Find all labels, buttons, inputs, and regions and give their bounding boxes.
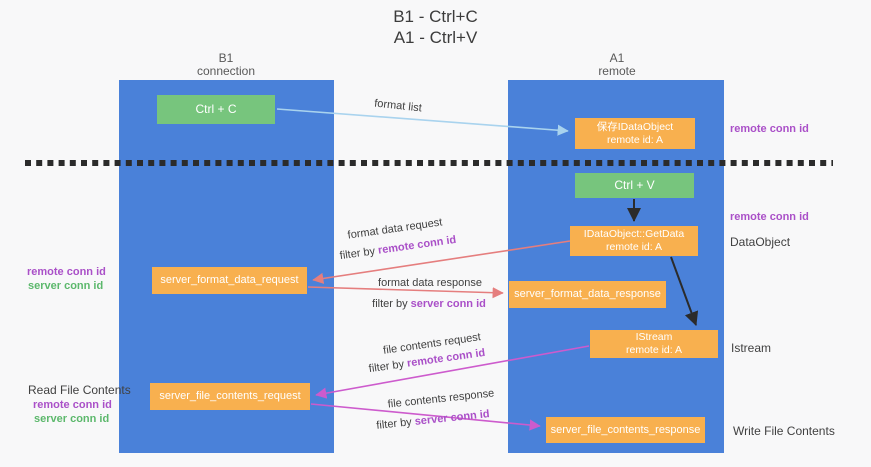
lane-a1-subtitle: remote	[598, 64, 636, 78]
server-format-data-response-label: server_format_data_response	[514, 288, 661, 300]
node-server-format-data-request: server_format_data_request	[152, 267, 307, 294]
label-file-contents-response: file contents response	[387, 387, 495, 411]
getdata-line2: remote id: A	[605, 241, 663, 253]
server-format-data-request-label: server_format_data_request	[160, 274, 299, 286]
filter-prefix: filter by	[339, 244, 379, 263]
node-ctrl-v: Ctrl + V	[575, 173, 694, 198]
filter-key-remote-conn-id: remote conn id	[377, 233, 457, 257]
server-file-contents-request-label: server_file_contents_request	[159, 390, 301, 402]
title-line-2: A1 - Ctrl+V	[393, 28, 478, 47]
ctrl-v-label: Ctrl + V	[614, 178, 655, 192]
node-server-file-contents-request: server_file_contents_request	[150, 383, 310, 410]
annotation-left-server-conn-id: server conn id	[28, 280, 104, 292]
lane-header-a1: A1 remote	[547, 52, 687, 78]
filter-key-server-conn-id: server conn id	[414, 408, 491, 428]
filter-key-server-conn-id: server conn id	[410, 298, 486, 310]
annotation-dataobject: DataObject	[730, 235, 791, 249]
save-idataobject-line2: remote id: A	[606, 133, 664, 146]
annotation-write-file-contents: Write File Contents	[733, 424, 835, 438]
istream-line2: remote id: A	[625, 344, 683, 356]
annotation-read-server-conn-id: server conn id	[34, 413, 110, 425]
node-idataobject-getdata: IDataObject::GetData remote id: A	[570, 226, 698, 256]
label-format-data-response: format data response	[378, 277, 482, 289]
lane-b1-subtitle: connection	[196, 64, 256, 78]
label-filter-file-response: filter by server conn id	[376, 408, 490, 432]
label-format-list: format list	[373, 97, 423, 115]
annotation-istream: Istream	[731, 341, 772, 355]
diagram-title: B1 - Ctrl+C A1 - Ctrl+V	[0, 6, 871, 48]
title-line-1: B1 - Ctrl+C	[393, 7, 478, 26]
save-idataobject-line1: 保存IDataObject	[596, 120, 674, 133]
annotation-remote-conn-id-mid: remote conn id	[730, 211, 809, 223]
annotation-left-remote-conn-id: remote conn id	[27, 266, 106, 278]
lane-header-b1: B1 connection	[156, 52, 296, 78]
node-server-file-contents-response: server_file_contents_response	[546, 417, 705, 443]
annotation-read-remote-conn-id: remote conn id	[33, 399, 112, 411]
ctrl-c-label: Ctrl + C	[195, 102, 237, 116]
annotation-read-file-contents: Read File Contents	[28, 383, 131, 397]
server-file-contents-response-label: server_file_contents_response	[550, 423, 701, 436]
label-filter-format-response: filter by server conn id	[372, 298, 486, 310]
lane-a1-title: A1	[609, 51, 625, 65]
istream-line1: IStream	[635, 331, 673, 343]
filter-prefix: filter by	[368, 357, 408, 376]
filter-prefix: filter by	[375, 415, 416, 432]
node-save-idataobject: 保存IDataObject remote id: A	[575, 118, 695, 149]
getdata-line1: IDataObject::GetData	[583, 228, 685, 240]
filter-prefix: filter by	[372, 298, 411, 310]
node-ctrl-c: Ctrl + C	[157, 95, 275, 124]
lane-b1-title: B1	[218, 51, 234, 65]
node-istream: IStream remote id: A	[590, 330, 718, 358]
annotation-remote-conn-id-top: remote conn id	[730, 123, 809, 135]
node-server-format-data-response: server_format_data_response	[509, 281, 666, 308]
